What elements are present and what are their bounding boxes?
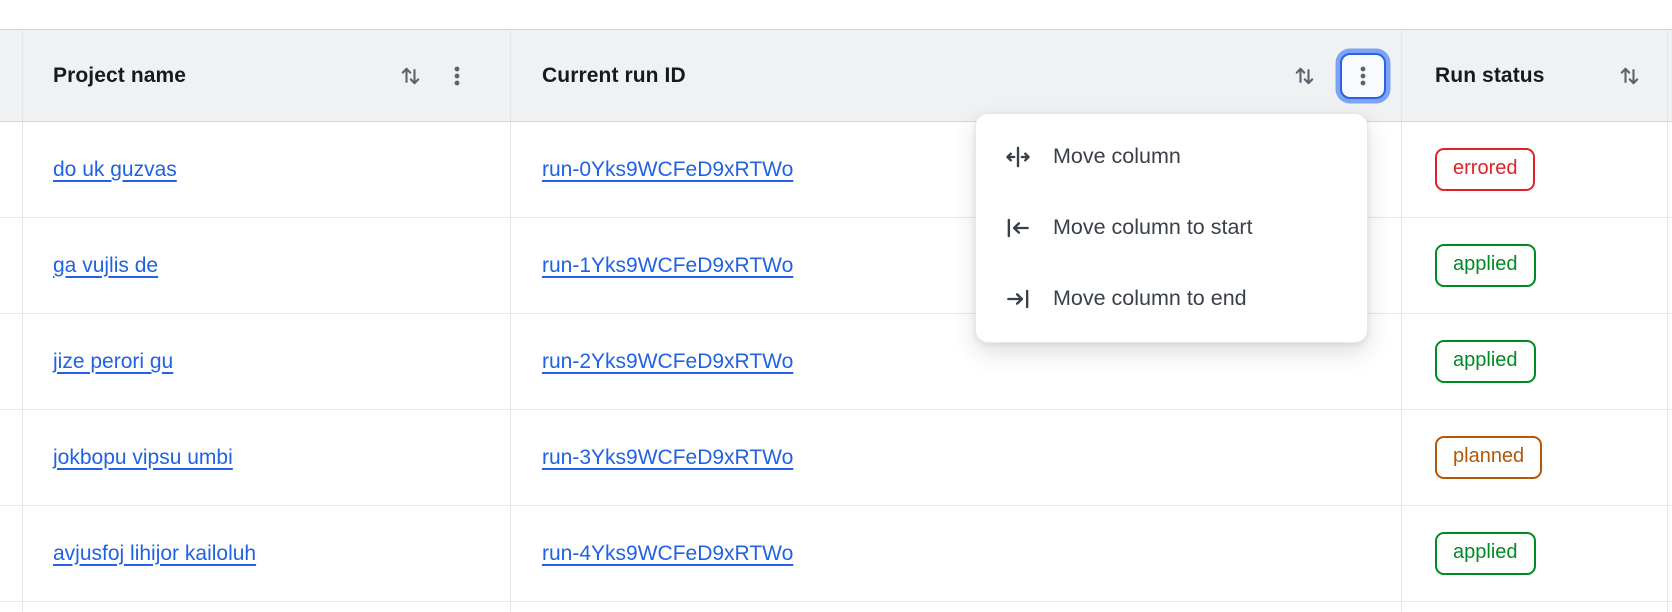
project-name-link[interactable]: jokbopu vipsu umbi	[53, 445, 233, 469]
run-id-link[interactable]: run-4Yks9WCFeD9xRTWo	[542, 541, 794, 565]
move-column-to-start-icon	[1007, 218, 1029, 237]
run-id-link[interactable]: run-2Yks9WCFeD9xRTWo	[542, 349, 794, 373]
table-row: ga vujlis de run-1Yks9WCFeD9xRTWo applie…	[0, 218, 1672, 314]
run-id-link[interactable]: run-3Yks9WCFeD9xRTWo	[542, 445, 794, 469]
table-row: do uk guzvas run-0Yks9WCFeD9xRTWo errore…	[0, 122, 1672, 218]
menu-item-label: Move column to start	[1053, 215, 1253, 239]
sort-arrows-icon[interactable]	[398, 63, 424, 89]
table-row: jokbopu vipsu umbi run-3Yks9WCFeD9xRTWo …	[0, 410, 1672, 506]
menu-item-label: Move column to end	[1053, 286, 1247, 310]
kebab-menu-icon[interactable]	[446, 63, 468, 89]
kebab-menu-icon-focused[interactable]	[1340, 52, 1386, 99]
run-status-badge: applied	[1435, 340, 1536, 383]
sort-arrows-icon[interactable]	[1292, 63, 1318, 89]
table-row-clipped	[0, 602, 1672, 612]
menu-item-label: Move column	[1053, 144, 1181, 168]
header-overflow-cell	[1668, 30, 1672, 121]
run-status-badge: applied	[1435, 244, 1536, 287]
header-edge-cell	[0, 30, 23, 121]
move-column-icon	[1006, 146, 1030, 167]
header-cell-run-status: Run status	[1402, 30, 1668, 121]
sort-arrows-icon[interactable]	[1617, 63, 1643, 89]
move-column-to-end-icon	[1007, 289, 1029, 308]
menu-item-move-column-to-end[interactable]: Move column to end	[976, 263, 1367, 334]
column-context-menu: Move column Move column to start Move co…	[975, 113, 1368, 343]
table-row: jize perori gu run-2Yks9WCFeD9xRTWo appl…	[0, 314, 1672, 410]
run-id-link[interactable]: run-0Yks9WCFeD9xRTWo	[542, 157, 794, 181]
menu-item-move-column[interactable]: Move column	[976, 121, 1367, 192]
table-header-row: Project name	[0, 30, 1672, 122]
column-label-run-status: Run status	[1435, 63, 1545, 87]
project-name-link[interactable]: jize perori gu	[53, 349, 174, 373]
run-status-badge: applied	[1435, 532, 1536, 575]
table-row: avjusfoj lihijor kailoluh run-4Yks9WCFeD…	[0, 506, 1672, 602]
run-id-link[interactable]: run-1Yks9WCFeD9xRTWo	[542, 253, 794, 277]
projects-table: Project name	[0, 29, 1672, 612]
header-cell-project-name: Project name	[23, 30, 511, 121]
project-name-link[interactable]: do uk guzvas	[53, 157, 177, 181]
run-status-badge: planned	[1435, 436, 1543, 479]
project-name-link[interactable]: avjusfoj lihijor kailoluh	[53, 541, 257, 565]
menu-item-move-column-to-start[interactable]: Move column to start	[976, 192, 1367, 263]
run-status-badge: errored	[1435, 148, 1536, 191]
header-cell-current-run-id: Current run ID	[511, 30, 1402, 121]
column-label-project-name: Project name	[53, 63, 187, 87]
column-label-current-run-id: Current run ID	[542, 63, 686, 87]
project-name-link[interactable]: ga vujlis de	[53, 253, 159, 277]
